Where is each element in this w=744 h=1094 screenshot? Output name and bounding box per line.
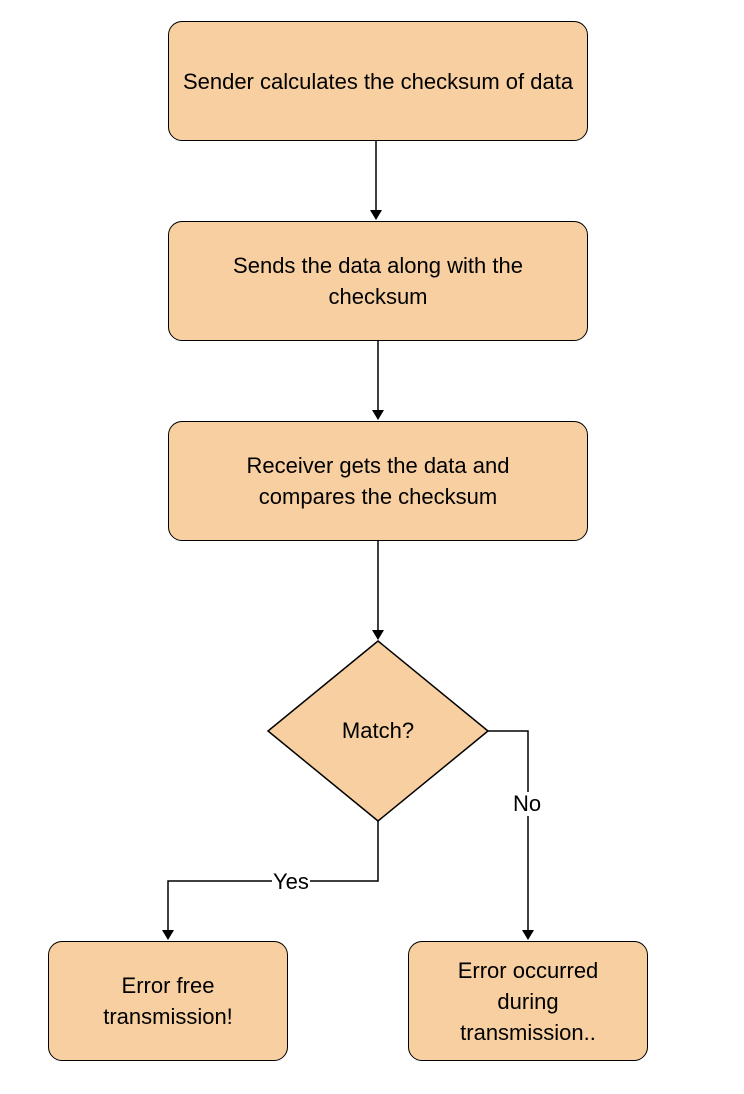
node-sender-label: Sender calculates the checksum of data [182, 68, 574, 94]
edge-no-branch [488, 730, 534, 940]
decision-label: Match? [341, 718, 415, 743]
node-error-free-transmission[interactable]: Error free transmission! [48, 941, 288, 1061]
node-send-label: Sends the data along with the checksum [233, 253, 523, 309]
edge-label-yes: Yes [272, 869, 310, 894]
node-success-label: Error free transmission! [103, 973, 233, 1029]
node-error-occurred[interactable]: Error occurred during transmission.. [408, 941, 648, 1061]
node-receiver-label: Receiver gets the data and compares the … [246, 453, 510, 509]
node-send-data-with-checksum[interactable]: Sends the data along with the checksum [168, 221, 588, 341]
node-receiver-compares-checksum[interactable]: Receiver gets the data and compares the … [168, 421, 588, 541]
node-sender-calculates-checksum[interactable]: Sender calculates the checksum of data [168, 21, 588, 141]
node-failure-label: Error occurred during transmission.. [457, 957, 599, 1045]
edge-label-no: No [512, 791, 543, 816]
